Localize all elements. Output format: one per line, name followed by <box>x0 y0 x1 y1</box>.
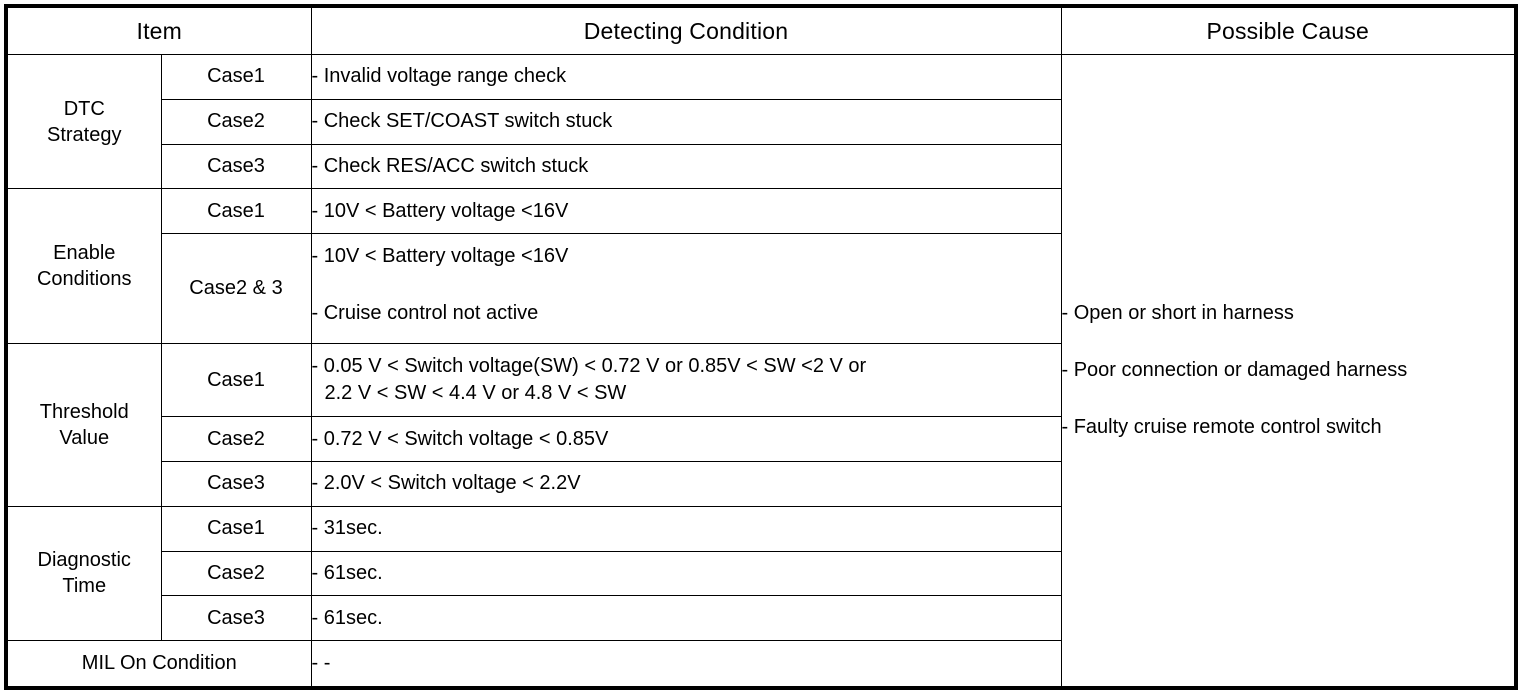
item-label-line2: Value <box>59 426 110 449</box>
condition-line-2: - Cruise control not active <box>311 302 539 325</box>
case-label: Case1 <box>160 54 312 100</box>
detecting-condition-cell: - 61sec. <box>310 550 1062 597</box>
detecting-condition-cell: - Check SET/COAST switch stuck <box>310 98 1062 145</box>
possible-cause-item: - Poor connection or damaged harness <box>1061 359 1408 381</box>
item-label-diagnostic-time: Diagnostic Time <box>5 505 162 642</box>
condition-spacer <box>312 270 1061 300</box>
table-row: Case3 - Check RES/ACC switch stuck <box>6 143 1516 190</box>
item-label-line2: Time <box>62 575 107 598</box>
item-label-enable-conditions: Enable Conditions <box>5 188 162 345</box>
table-row: Case2 & 3 - 10V < Battery voltage <16V -… <box>6 233 1516 345</box>
detecting-condition-cell: - 0.05 V < Switch voltage(SW) < 0.72 V o… <box>310 343 1062 418</box>
table-row: Diagnostic Time Case1 - 31sec. <box>5 505 1516 642</box>
case-label: Case2 & 3 <box>160 233 312 345</box>
item-label-dtc-strategy: DTC Strategy <box>5 53 162 190</box>
table-row: DTC Strategy Case1 - Invalid voltage ran… <box>5 53 1517 689</box>
detecting-condition-cell: - 10V < Battery voltage <16V - Cruise co… <box>310 233 1062 345</box>
detecting-condition-cell: - 0.72 V < Switch voltage < 0.85V <box>310 416 1062 462</box>
case-label: Case2 <box>160 550 312 597</box>
table-row: Threshold Value Case1 - 0.05 V < Switch … <box>5 343 1516 507</box>
case-label: Case1 <box>160 505 312 552</box>
case-label: Case2 <box>160 98 312 145</box>
table-row: Enable Conditions Case1 - 10V < Battery … <box>5 188 1516 345</box>
mil-on-condition-value: - - <box>310 640 1062 689</box>
table-row: Case3 - 61sec. <box>6 595 1516 642</box>
detecting-condition-cell: - 31sec. <box>310 505 1062 552</box>
table-row-mil-on-condition: MIL On Condition - - <box>5 640 1516 689</box>
detecting-condition-cell: - Invalid voltage range check <box>310 54 1062 100</box>
item-label-line2: Strategy <box>47 123 122 146</box>
detecting-condition-cell: - 2.0V < Switch voltage < 2.2V <box>310 460 1062 507</box>
item-label-line1: DTC <box>63 97 105 120</box>
mil-on-condition-label: MIL On Condition <box>5 640 312 689</box>
dtc-diagnostic-table: Item Detecting Condition Possible Cause … <box>4 4 1518 690</box>
table-row: Case2 - 61sec. <box>6 550 1516 597</box>
possible-cause-cell: - Open or short in harness - Poor connec… <box>1060 54 1517 689</box>
table-row: Case2 - 0.72 V < Switch voltage < 0.85V <box>6 416 1516 462</box>
case-label: Case3 <box>160 460 312 507</box>
case-label: Case3 <box>160 143 312 190</box>
table-header-row: Item Detecting Condition Possible Cause <box>5 5 1517 55</box>
table-row: Case3 - 2.0V < Switch voltage < 2.2V <box>6 460 1516 507</box>
item-label-threshold-value: Threshold Value <box>5 343 162 507</box>
case-label: Case1 <box>160 188 312 235</box>
detecting-condition-cell: - 10V < Battery voltage <16V <box>310 188 1062 235</box>
condition-line-1: - 10V < Battery voltage <16V <box>311 245 569 268</box>
header-detecting-condition: Detecting Condition <box>310 5 1062 55</box>
header-possible-cause: Possible Cause <box>1060 5 1517 55</box>
item-label-line2: Conditions <box>36 268 132 291</box>
item-label-line1: Enable <box>53 242 116 265</box>
possible-cause-item: - Faulty cruise remote control switch <box>1061 416 1382 438</box>
condition-line-2: 2.2 V < SW < 4.4 V or 4.8 V < SW <box>324 382 627 405</box>
table-row: Case2 - Check SET/COAST switch stuck <box>6 98 1516 145</box>
condition-line-1: - 0.05 V < Switch voltage(SW) < 0.72 V o… <box>311 355 867 378</box>
possible-cause-item: - Open or short in harness <box>1061 302 1294 324</box>
item-label-line1: Diagnostic <box>37 549 131 572</box>
case-label: Case3 <box>160 595 312 642</box>
detecting-condition-cell: - Check RES/ACC switch stuck <box>310 143 1062 190</box>
header-item: Item <box>5 5 312 55</box>
detecting-condition-cell: - 61sec. <box>310 595 1062 642</box>
item-label-line1: Threshold <box>39 400 129 423</box>
case-label: Case2 <box>160 416 312 462</box>
case-label: Case1 <box>160 343 312 418</box>
